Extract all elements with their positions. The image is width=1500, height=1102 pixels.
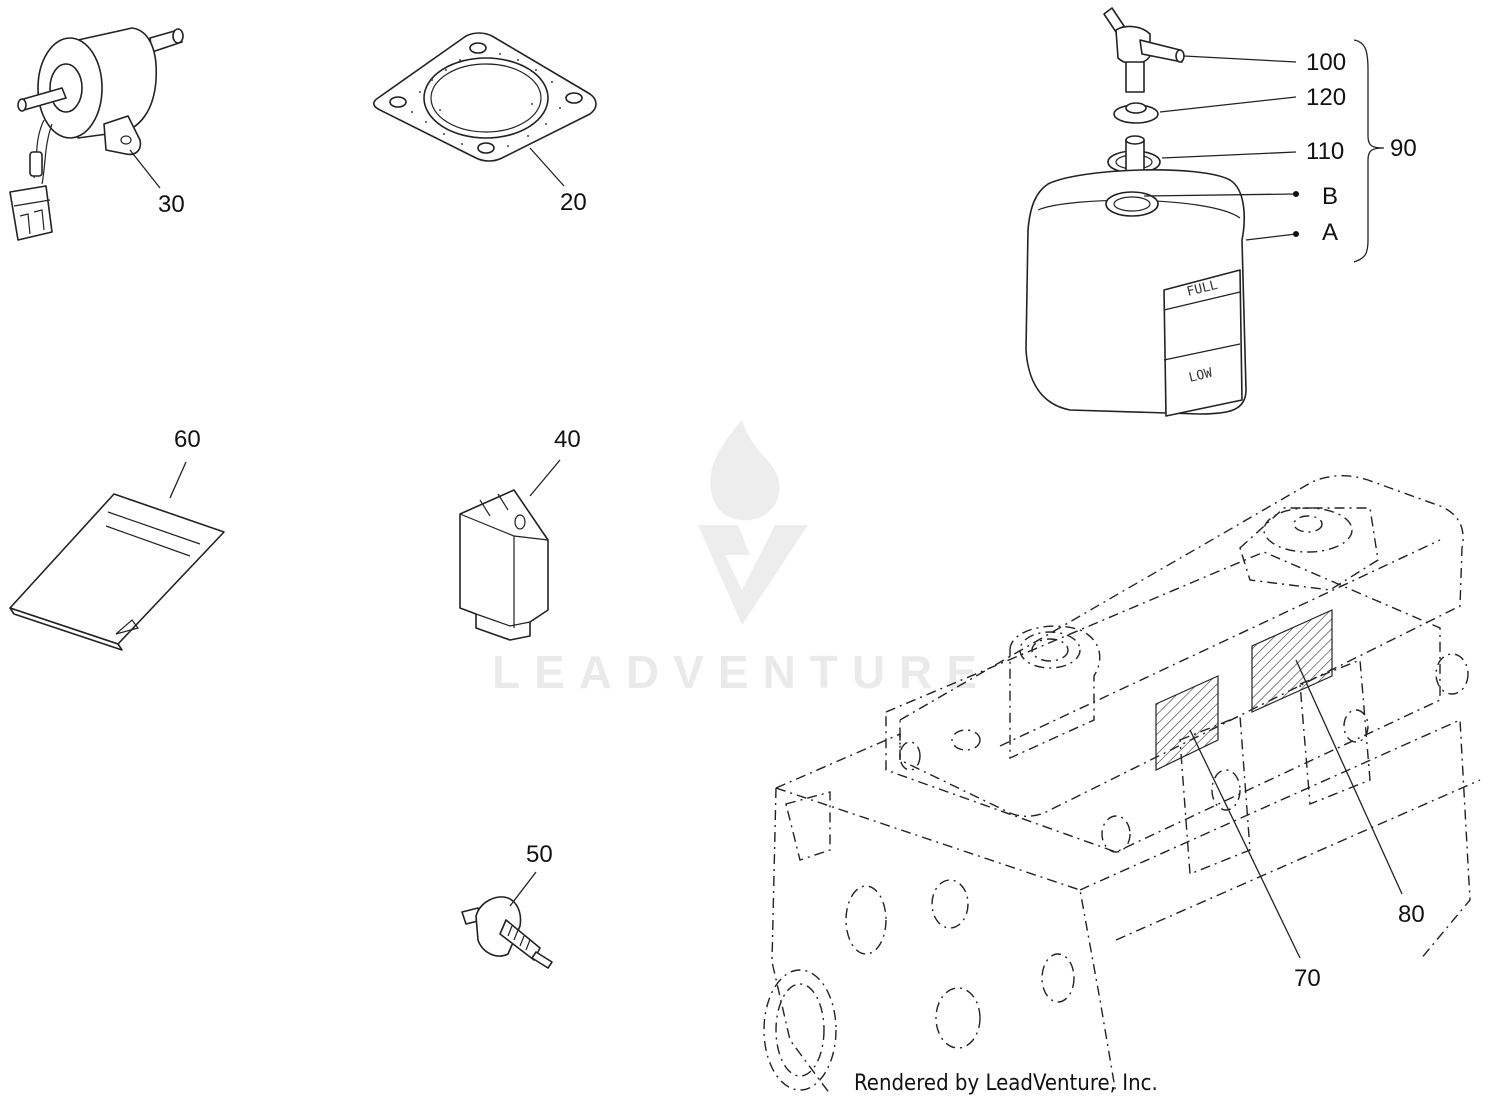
part-60-manual (9, 493, 225, 651)
callout-80: 80 (1398, 901, 1425, 928)
callout-20: 20 (560, 189, 587, 216)
callout-40: 40 (554, 426, 581, 453)
part-30-fuel-pump (9, 27, 184, 241)
part-50-sensor (461, 896, 553, 969)
part-20-gasket (372, 32, 597, 162)
callout-110: 110 (1306, 138, 1344, 165)
callout-70: 70 (1294, 965, 1321, 992)
watermark-logo: LEADVENTURE (492, 420, 991, 698)
part-70-decal (1155, 675, 1219, 771)
callout-100: 100 (1306, 49, 1346, 76)
footer-credit: Rendered by LeadVenture, Inc. (854, 1071, 1158, 1096)
tank-label-full: FULL (1185, 278, 1219, 300)
callout-50: 50 (526, 841, 553, 868)
engine-reference (763, 475, 1481, 1095)
callout-120: 120 (1306, 84, 1346, 111)
callout-30: 30 (158, 191, 185, 218)
callout-90: 90 (1390, 135, 1417, 162)
watermark-text: LEADVENTURE (492, 646, 991, 698)
part-80-decal (1251, 609, 1333, 713)
part-40-relay (459, 489, 549, 641)
callout-a: A (1322, 219, 1338, 246)
part-90-reservoir-tank: FULL LOW (1025, 7, 1247, 417)
callout-b: B (1322, 183, 1338, 210)
callout-60: 60 (174, 426, 201, 453)
tank-label-low: LOW (1187, 366, 1214, 386)
